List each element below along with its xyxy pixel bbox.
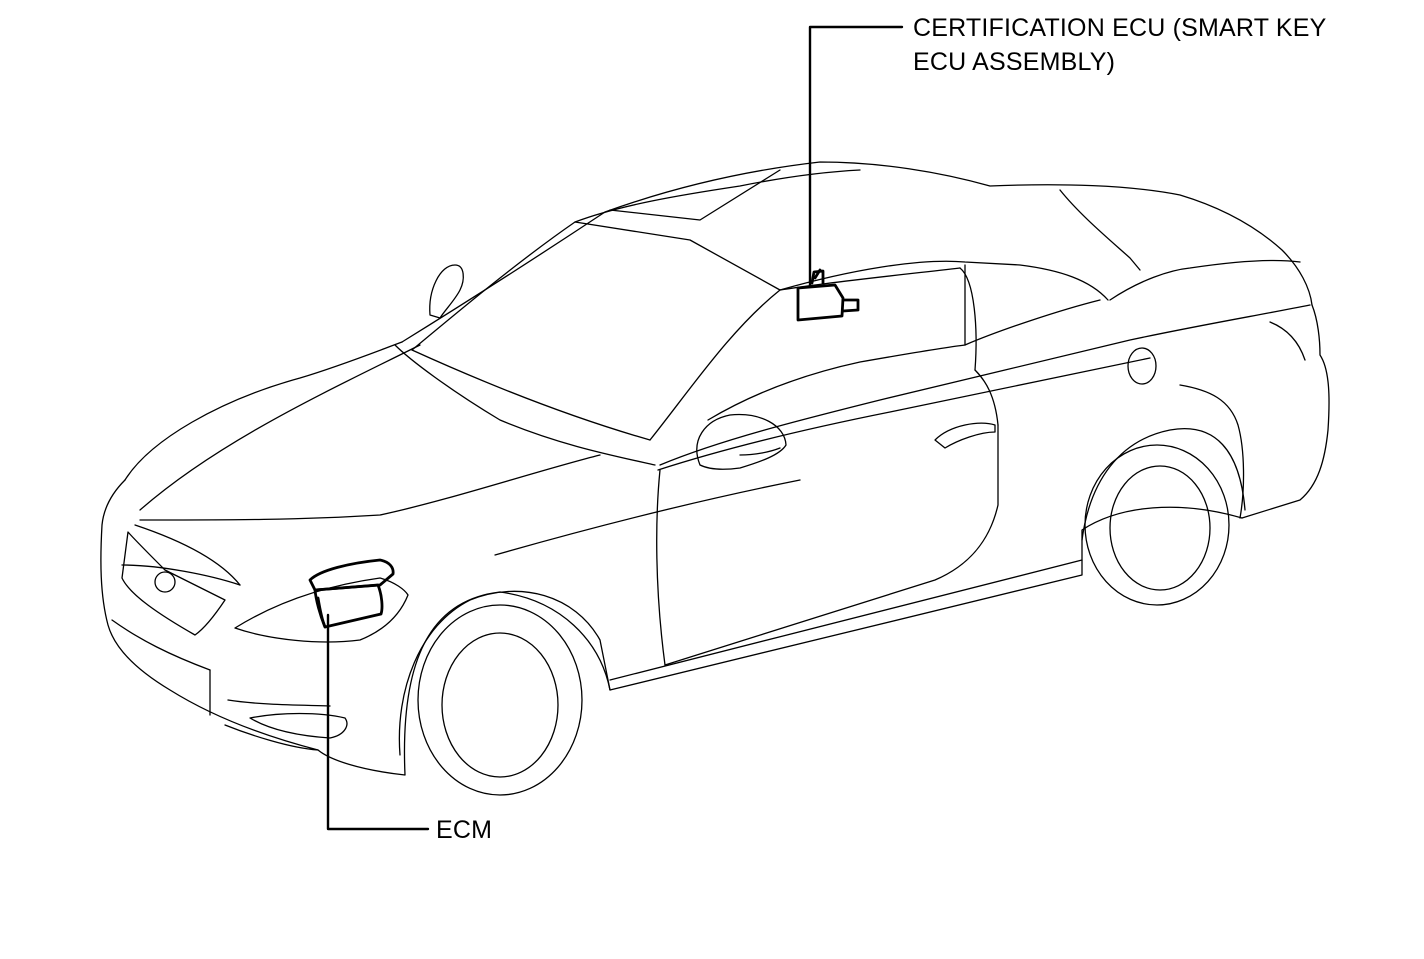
rear-wheel <box>1084 444 1230 606</box>
certification-ecu-label: CERTIFICATION ECU (SMART KEY ECU ASSEMBL… <box>913 11 1327 79</box>
front-wheel <box>417 604 583 796</box>
leader-lines <box>326 25 904 831</box>
car-body-outline <box>100 161 1330 776</box>
ecm-part <box>308 558 395 629</box>
ecm-label: ECM <box>436 816 493 844</box>
leader-line-certification-ecu <box>808 25 904 287</box>
leader-line-ecm <box>326 613 430 831</box>
car-front-details <box>111 264 787 751</box>
certification-ecu-label-line1: CERTIFICATION ECU (SMART KEY <box>913 14 1327 42</box>
certification-ecu-label-line2: ECU ASSEMBLY) <box>913 48 1116 76</box>
certification-ecu-part <box>796 268 860 322</box>
